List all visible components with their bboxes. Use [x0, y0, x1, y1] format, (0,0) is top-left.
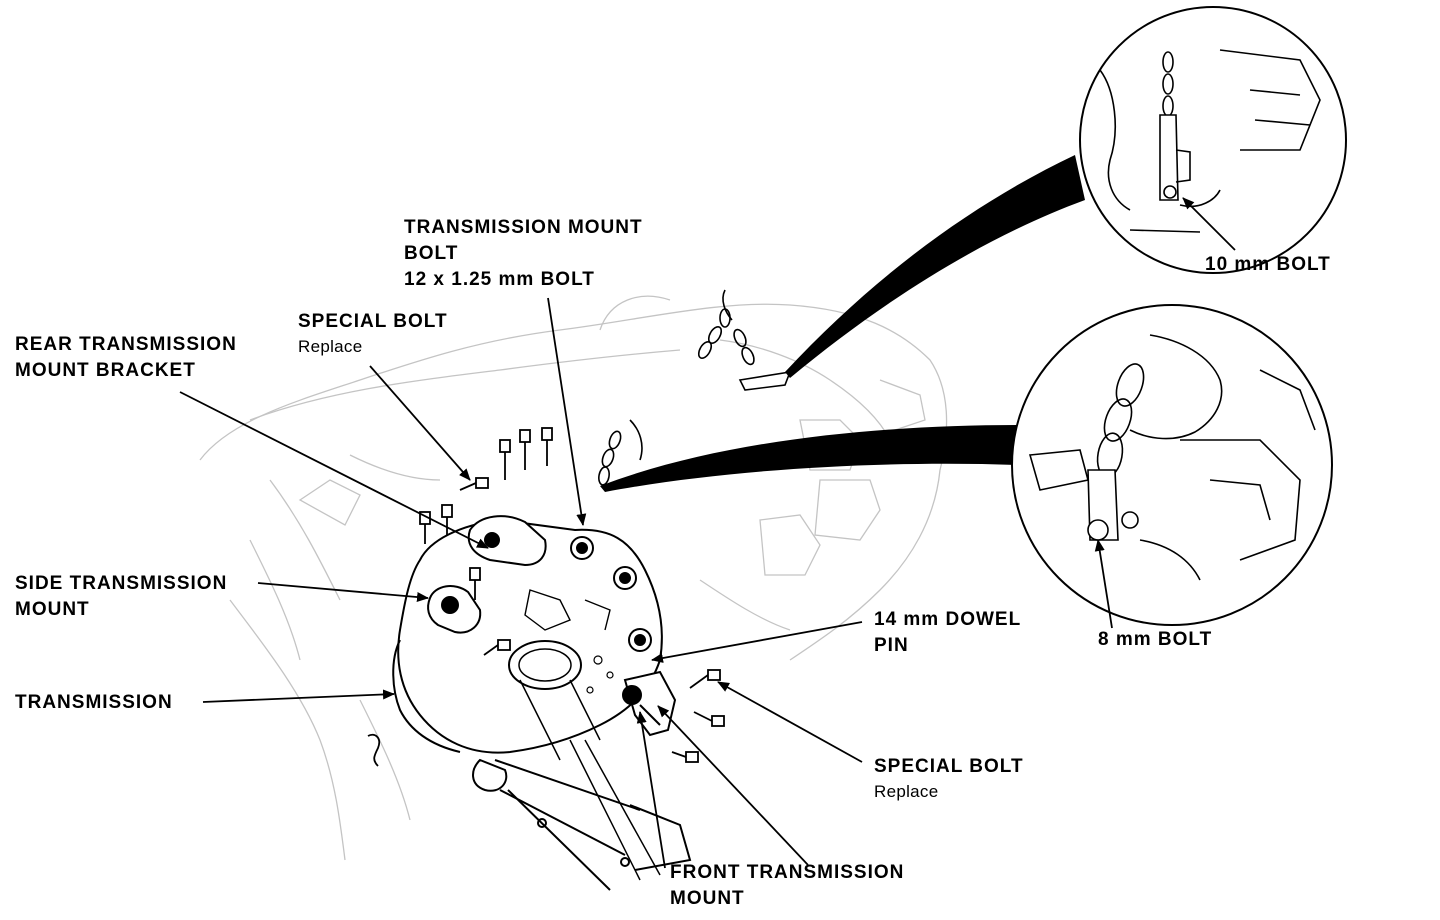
label-side-transmission-mount: SIDE TRANSMISSION MOUNT: [15, 573, 228, 620]
leader-8mm-bolt: [1094, 539, 1113, 629]
label-special-bolt-bottom: SPECIAL BOLT Replace: [874, 756, 1024, 801]
label-10mm-bolt: 10 mm BOLT: [1205, 254, 1331, 275]
hoist-chains: [598, 289, 792, 486]
leader-transmission: [202, 689, 395, 703]
front-mount-arm: [472, 739, 692, 891]
lower-callout-wedge: [600, 425, 1020, 492]
detail-view-8mm: [1011, 304, 1333, 626]
label-dowel-pin: 14 mm DOWEL PIN: [874, 609, 1022, 656]
transmission-case: [392, 518, 663, 761]
detail-view-10mm: [1079, 6, 1347, 274]
label-front-transmission-mount: FRONT TRANSMISSION MOUNT: [670, 862, 905, 909]
label-special-bolt-top: SPECIAL BOLT Replace: [298, 311, 448, 356]
leader-front-mount-1: [636, 711, 666, 869]
leader-dowel-pin: [651, 621, 863, 663]
leader-side-mount: [257, 582, 429, 603]
leader-special-bolt-top: [369, 365, 471, 481]
label-8mm-bolt: 8 mm BOLT: [1098, 629, 1213, 650]
upper-callout-wedge: [785, 155, 1085, 378]
label-transmission: TRANSMISSION: [15, 692, 173, 713]
leader-special-bolt-bottom: [717, 681, 863, 763]
leader-trans-mount-bolt: [547, 297, 587, 526]
front-mount-part: [622, 670, 677, 737]
label-rear-mount-bracket: REAR TRANSMISSION MOUNT BRACKET: [15, 334, 237, 381]
engine-outline: [199, 295, 948, 861]
side-mount-part: [427, 585, 482, 634]
leader-front-mount-2: [657, 705, 809, 866]
leader-lines: [179, 197, 1236, 869]
label-transmission-mount-bolt: TRANSMISSION MOUNT BOLT 12 x 1.25 mm BOL…: [404, 217, 643, 290]
leader-rear-mount-bracket: [179, 391, 489, 549]
leader-10mm-bolt: [1182, 197, 1236, 251]
bolts: [367, 427, 725, 767]
